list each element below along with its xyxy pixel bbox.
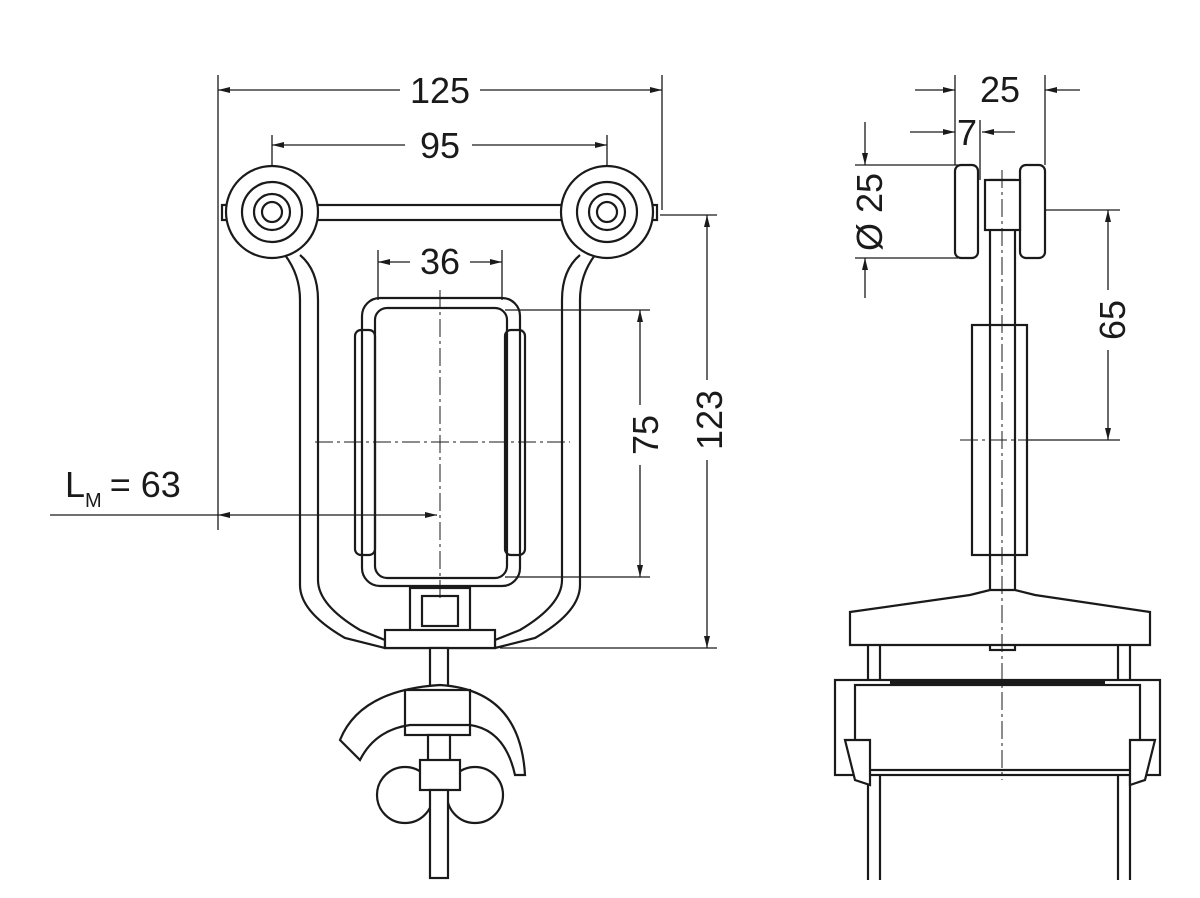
side-body	[833, 163, 1162, 880]
wheel-left	[224, 164, 320, 260]
extension-lines	[217, 75, 717, 649]
lm-label: LM= 63	[65, 464, 181, 512]
side-dim-offset: 7	[957, 112, 977, 153]
side-dimension-lines	[862, 87, 1111, 440]
front-view: 125 95 36 75 123 LM= 63	[50, 70, 730, 880]
center-lines	[315, 290, 570, 600]
carrier-frame	[220, 203, 659, 650]
dim-overall-width: 125	[410, 70, 470, 111]
dim-overall-height: 123	[689, 390, 730, 450]
side-dim-wheel-diameter: Ø 25	[849, 173, 890, 251]
side-center-lines	[960, 170, 1040, 780]
side-dim-height: 65	[1092, 300, 1133, 340]
side-extension-lines	[855, 75, 1120, 441]
dim-wheel-spacing: 95	[420, 125, 460, 166]
side-dim-width: 25	[980, 69, 1020, 110]
dim-window-height: 75	[625, 415, 666, 455]
side-view: 25 7 Ø 25 65	[833, 69, 1162, 880]
clamp-assembly	[338, 646, 527, 880]
wheel-right	[559, 164, 655, 260]
dim-window-width: 36	[420, 241, 460, 282]
dimension-lines	[50, 87, 710, 648]
